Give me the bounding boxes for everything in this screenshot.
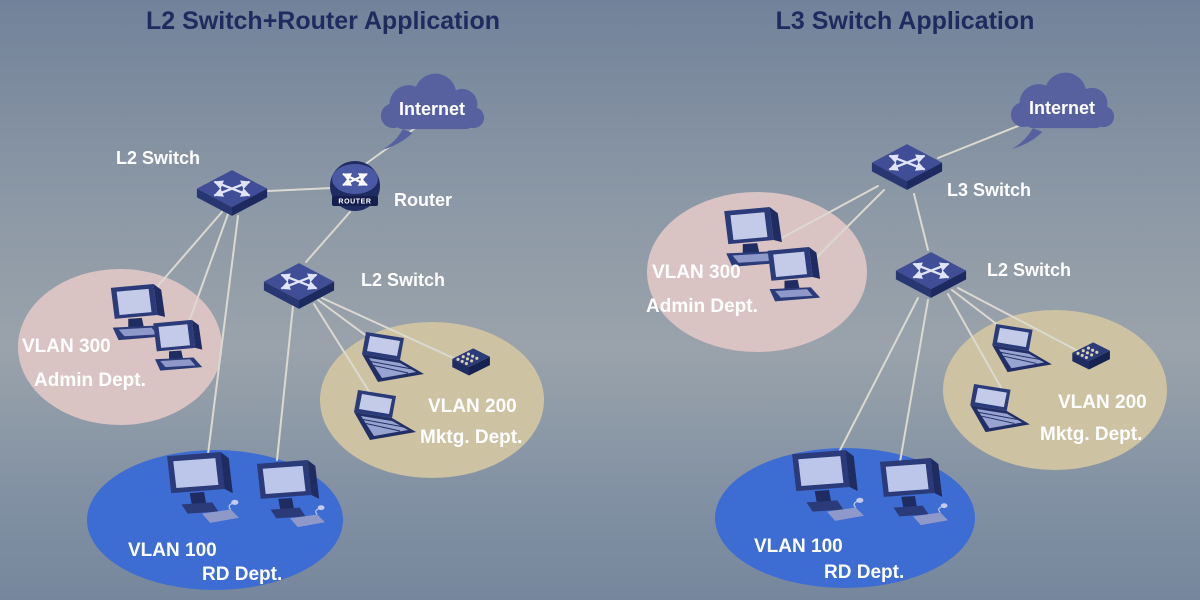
right-vlan200-dept: Mktg. Dept. [1040, 424, 1142, 445]
link-switch2-vlan100-mon2 [276, 305, 294, 461]
right-vlan300-group [647, 192, 867, 352]
link-l3switch-l2switch [913, 193, 929, 251]
diagram-l3-switch: L3 Switch Application Internet L3 Switch… [646, 7, 1167, 588]
right-vlan200-name: VLAN 200 [1058, 392, 1147, 413]
right-diagram-title: L3 Switch Application [776, 7, 1035, 35]
left-vlan300-name: VLAN 300 [22, 336, 111, 357]
left-diagram-title: L2 Switch+Router Application [146, 7, 500, 35]
link-router-switch2 [305, 211, 351, 263]
router-label: Router [394, 190, 452, 210]
desktop-computer-icon [153, 319, 203, 371]
left-vlan100-dept: RD Dept. [202, 564, 282, 585]
right-l2-switch-icon [896, 252, 966, 298]
router-icon: ROUTER [330, 161, 380, 211]
left-l2-switch-top-icon [197, 170, 267, 216]
link-switch1-router [267, 187, 333, 192]
left-l2-switch-top-label: L2 Switch [116, 148, 200, 168]
left-vlan200-dept: Mktg. Dept. [420, 427, 522, 448]
right-l2-switch-label: L2 Switch [987, 260, 1071, 280]
left-l2-switch-mid-label: L2 Switch [361, 270, 445, 290]
left-vlan200-name: VLAN 200 [428, 396, 517, 417]
left-l2-switch-mid-icon [264, 263, 334, 309]
link-l2switch-vlan200-laptop2 [947, 293, 1009, 401]
left-internet-label: Internet [399, 99, 465, 119]
link-l3switch-vlan300-pc2 [805, 189, 885, 269]
link-l2switch-vlan200-phone [957, 287, 1081, 353]
left-vlan300-dept: Admin Dept. [34, 370, 146, 391]
link-l3switch-vlan300-pc1 [777, 185, 879, 241]
router-badge: ROUTER [338, 199, 371, 206]
link-switch2-vlan200-phone [321, 297, 463, 363]
link-l2switch-vlan100-mon1 [835, 297, 919, 459]
right-internet-label: Internet [1029, 98, 1095, 118]
link-switch1-vlan100-mon1 [206, 215, 239, 463]
link-l2switch-vlan100-mon2 [899, 299, 929, 463]
right-vlan300-name: VLAN 300 [652, 262, 741, 283]
l3-switch-icon [872, 144, 942, 190]
desktop-computer-icon [767, 246, 821, 302]
diagram-l2-switch-router: L2 Switch+Router Application Internet [18, 7, 544, 590]
l3-switch-label: L3 Switch [947, 180, 1031, 200]
right-links [777, 121, 1081, 463]
right-vlan100-name: VLAN 100 [754, 536, 843, 557]
left-vlan300-group [18, 269, 222, 425]
link-l3switch-internet [937, 121, 1029, 159]
left-vlan100-name: VLAN 100 [128, 540, 217, 561]
right-vlan100-dept: RD Dept. [824, 562, 904, 583]
link-switch1-vlan300-pc2 [185, 213, 229, 331]
right-vlan300-dept: Admin Dept. [646, 296, 758, 317]
